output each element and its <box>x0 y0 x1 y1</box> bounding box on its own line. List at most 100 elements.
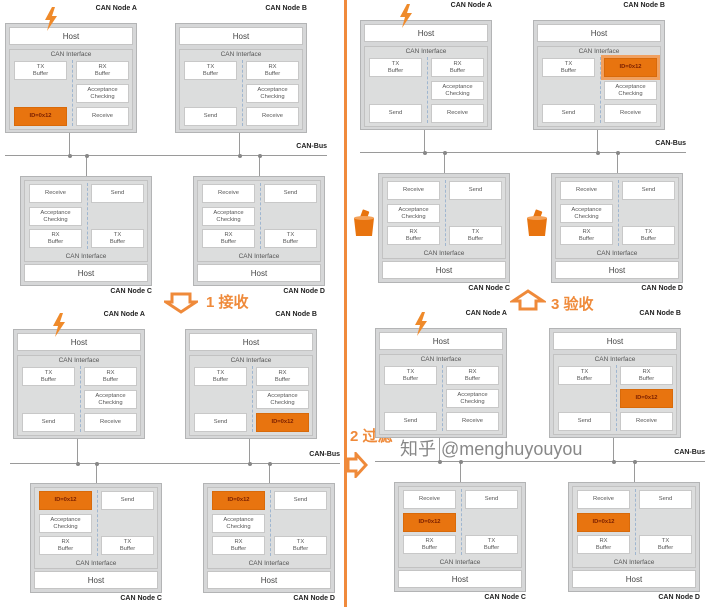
cell-acceptance-checking: Acceptance Checking <box>202 207 255 226</box>
host-block: Host <box>24 264 148 282</box>
host-block: Host <box>382 261 506 279</box>
cell-tx-buffer: TX Buffer <box>639 535 692 554</box>
bus-connector <box>439 438 440 461</box>
interface-divider <box>242 60 243 126</box>
host-block: Host <box>189 333 313 351</box>
cell-tx-buffer: TX Buffer <box>22 367 75 386</box>
can-interface-label: CAN Interface <box>613 559 655 566</box>
node-label: CAN Node A <box>450 2 492 9</box>
interface-divider <box>97 490 98 556</box>
cell-receive: Receive <box>246 107 299 126</box>
bus-connector <box>424 130 425 152</box>
cell-send: Send <box>91 184 144 203</box>
cell-acceptance-checking: Acceptance Checking <box>560 204 613 223</box>
host-block: Host <box>9 27 133 45</box>
node-label: CAN Node C <box>484 594 526 601</box>
bus-connector <box>460 461 461 482</box>
cell-tx-buffer: TX Buffer <box>184 61 237 80</box>
bus-tap-dot <box>267 461 272 466</box>
cell-receive: Receive <box>577 490 630 509</box>
cell-send: Send <box>542 104 595 123</box>
cell-tx-buffer: TX Buffer <box>101 536 154 555</box>
bus-tap-dot <box>257 153 262 158</box>
can-interface-label: CAN Interface <box>439 559 481 566</box>
cell-receive: Receive <box>76 107 129 126</box>
cell-tx-buffer: TX Buffer <box>384 366 437 385</box>
node-label: CAN Node D <box>641 285 683 292</box>
interface-divider <box>445 180 446 246</box>
bus-tap-dot <box>94 461 99 466</box>
can-frame-id: ID=0x12 <box>577 513 630 532</box>
can-interface-label: CAN Interface <box>220 51 262 58</box>
bus-connector <box>444 152 445 173</box>
can-bus-label: CAN-Bus <box>655 140 686 147</box>
can-frame-id: ID=0x12 <box>601 55 660 80</box>
cell-receive: Receive <box>620 412 673 431</box>
bus-connector <box>634 461 635 482</box>
cell-rx-buffer: RX Buffer <box>560 226 613 245</box>
can-interface-label: CAN Interface <box>230 357 272 364</box>
lightning-icon <box>52 313 66 342</box>
bus-tap-dot <box>458 459 463 464</box>
cell-tx-buffer: TX Buffer <box>465 535 518 554</box>
node-label: CAN Node B <box>623 2 665 9</box>
can-interface-label: CAN Interface <box>596 250 638 257</box>
arrow-right-icon <box>346 452 368 478</box>
can-interface-label: CAN Interface <box>50 51 92 58</box>
bus-connector <box>239 133 240 155</box>
cell-send: Send <box>384 412 437 431</box>
bus-connector <box>249 439 250 463</box>
interface-divider <box>87 183 88 249</box>
panel-divider <box>344 0 347 607</box>
cell-tx-buffer: TX Buffer <box>449 226 502 245</box>
bus-connector <box>86 155 87 176</box>
node-label: CAN Node D <box>658 594 700 601</box>
bus-connector <box>597 130 598 152</box>
node-label: CAN Node D <box>283 288 325 295</box>
can-bus-label: CAN-Bus <box>309 451 340 458</box>
can-interface-label: CAN Interface <box>578 48 620 55</box>
cell-rx-buffer: RX Buffer <box>39 536 92 555</box>
can-interface-label: CAN Interface <box>594 356 636 363</box>
cell-rx-buffer: RX Buffer <box>446 366 499 385</box>
cell-receive: Receive <box>560 181 613 200</box>
can-frame-id: ID=0x12 <box>403 513 456 532</box>
cell-acceptance-checking: Acceptance Checking <box>84 390 137 409</box>
node-label: CAN Node D <box>293 595 335 602</box>
can-frame-id: ID=0x12 <box>14 107 67 126</box>
can-interface-label: CAN Interface <box>75 560 117 567</box>
cell-receive: Receive <box>431 104 484 123</box>
cell-send: Send <box>264 184 317 203</box>
cell-send: Send <box>369 104 422 123</box>
cell-receive: Receive <box>403 490 456 509</box>
cell-acceptance-checking: Acceptance Checking <box>256 390 309 409</box>
interface-divider <box>427 57 428 123</box>
bus-connector <box>617 152 618 173</box>
cell-rx-buffer: RX Buffer <box>202 229 255 248</box>
interface-divider <box>618 180 619 246</box>
watermark: 知乎 @menghuyouyou <box>400 439 583 459</box>
host-block: Host <box>17 333 141 351</box>
cell-send: Send <box>622 181 675 200</box>
lightning-icon <box>44 7 58 36</box>
cell-acceptance-checking: Acceptance Checking <box>29 207 82 226</box>
bus-tap-dot <box>615 150 620 155</box>
bus-connector <box>613 438 614 461</box>
bus-tap-dot <box>67 153 72 158</box>
host-block: Host <box>179 27 303 45</box>
step-accept-label: 3 验收 <box>551 296 594 313</box>
cell-send: Send <box>465 490 518 509</box>
